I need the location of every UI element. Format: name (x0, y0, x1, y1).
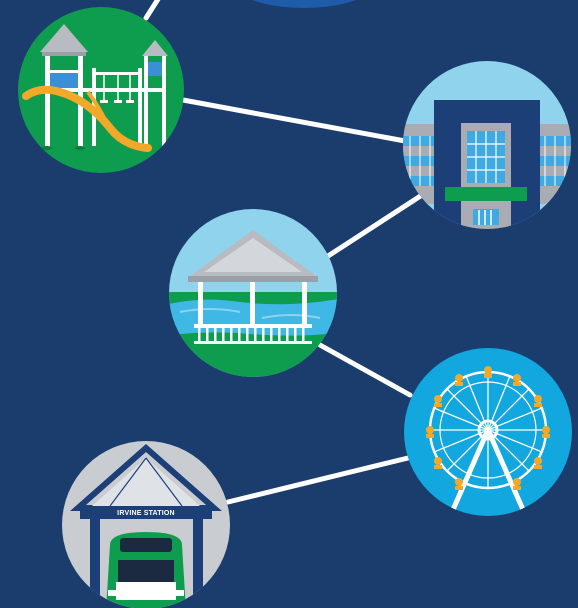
train-station-icon: IRVINE STATION (70, 443, 222, 608)
top-partial-circle (252, 0, 356, 8)
connector-playground-office (180, 97, 408, 144)
playground-node (18, 7, 184, 173)
station-sign-label: IRVINE STATION (117, 510, 175, 517)
connector-ferris-station (225, 455, 411, 505)
office-node (403, 61, 571, 229)
gazebo-node (169, 209, 337, 377)
gazebo-lake-icon (169, 230, 337, 377)
office-building-icon (403, 100, 571, 229)
playground-icon (22, 24, 168, 152)
ferris-wheel-icon (426, 366, 550, 515)
station-node: IRVINE STATION (62, 441, 230, 608)
ferris-wheel-node (404, 348, 572, 516)
connector-gazebo-ferris (317, 342, 413, 398)
connector-top-playground (143, 0, 161, 21)
connector-office-gazebo (322, 192, 425, 261)
connector-lines (143, 0, 425, 505)
